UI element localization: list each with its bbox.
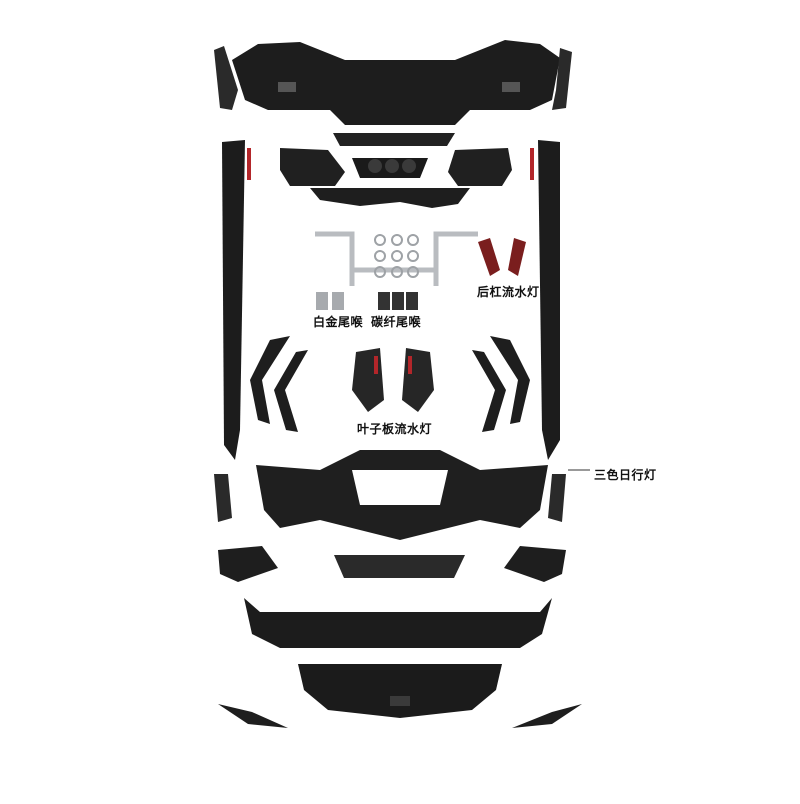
- fender-flare-right-1: [490, 336, 530, 424]
- fog-cover-left: [218, 546, 278, 582]
- fender-flow-light-right: [402, 348, 434, 412]
- tricolor-drl-right: [548, 474, 566, 522]
- rear-bumper: [232, 40, 560, 125]
- carbon-exhaust-tip-3: [406, 292, 418, 310]
- front-lip: [244, 598, 552, 648]
- fender-light-red-left: [374, 356, 378, 374]
- clamps-set: [374, 234, 419, 278]
- exhaust-pipe-system: [315, 231, 478, 273]
- label-fender-flow-light: 叶子板流水灯: [357, 422, 433, 436]
- fog-cover-right: [504, 546, 566, 582]
- exhaust-pipe-2: [385, 159, 399, 173]
- rear-side-bracket-left: [214, 46, 238, 110]
- red-accent-right: [530, 148, 534, 180]
- label-tricolor-drl: 三色日行灯: [594, 468, 657, 482]
- rear-lower-lip: [310, 188, 470, 208]
- label-white-exhaust-tip: 白金尾喉: [313, 315, 364, 329]
- fender-light-red-right: [408, 356, 412, 374]
- lower-grille: [334, 555, 465, 578]
- rear-bumper-plate: [278, 82, 296, 92]
- fender-flare-left-2: [274, 350, 308, 432]
- fender-flare-right-2: [472, 350, 506, 432]
- front-bumper-grille-opening: [352, 470, 448, 505]
- exhaust-pipe-1: [368, 159, 382, 173]
- rear-vent-right: [448, 148, 512, 186]
- white-exhaust-tip-1: [316, 292, 328, 310]
- rear-side-bracket-right: [552, 48, 572, 110]
- rear-flow-light-left: [478, 238, 500, 276]
- front-grille-badge: [390, 696, 410, 706]
- side-skirt-right: [538, 140, 560, 460]
- fender-flow-light-left: [352, 348, 384, 412]
- rear-diffuser-center: [333, 133, 455, 146]
- red-accent-left: [247, 148, 251, 180]
- tricolor-drl-left: [214, 474, 232, 522]
- label-carbon-exhaust-tip: 碳纤尾喉: [371, 315, 422, 329]
- label-rear-bumper-light: 后杠流水灯: [477, 285, 540, 299]
- side-skirt-left: [222, 140, 245, 460]
- canard-right: [512, 704, 582, 728]
- fender-flare-left-1: [250, 336, 290, 424]
- white-exhaust-tip-2: [332, 292, 344, 310]
- rear-flow-light-right: [508, 238, 526, 276]
- exhaust-pipe-3: [402, 159, 416, 173]
- carbon-exhaust-tip-2: [392, 292, 404, 310]
- canard-left: [218, 704, 288, 728]
- rear-bumper-plate-right: [502, 82, 520, 92]
- front-grille: [298, 664, 502, 718]
- carbon-exhaust-tip-1: [378, 292, 390, 310]
- rear-vent-left: [280, 148, 345, 186]
